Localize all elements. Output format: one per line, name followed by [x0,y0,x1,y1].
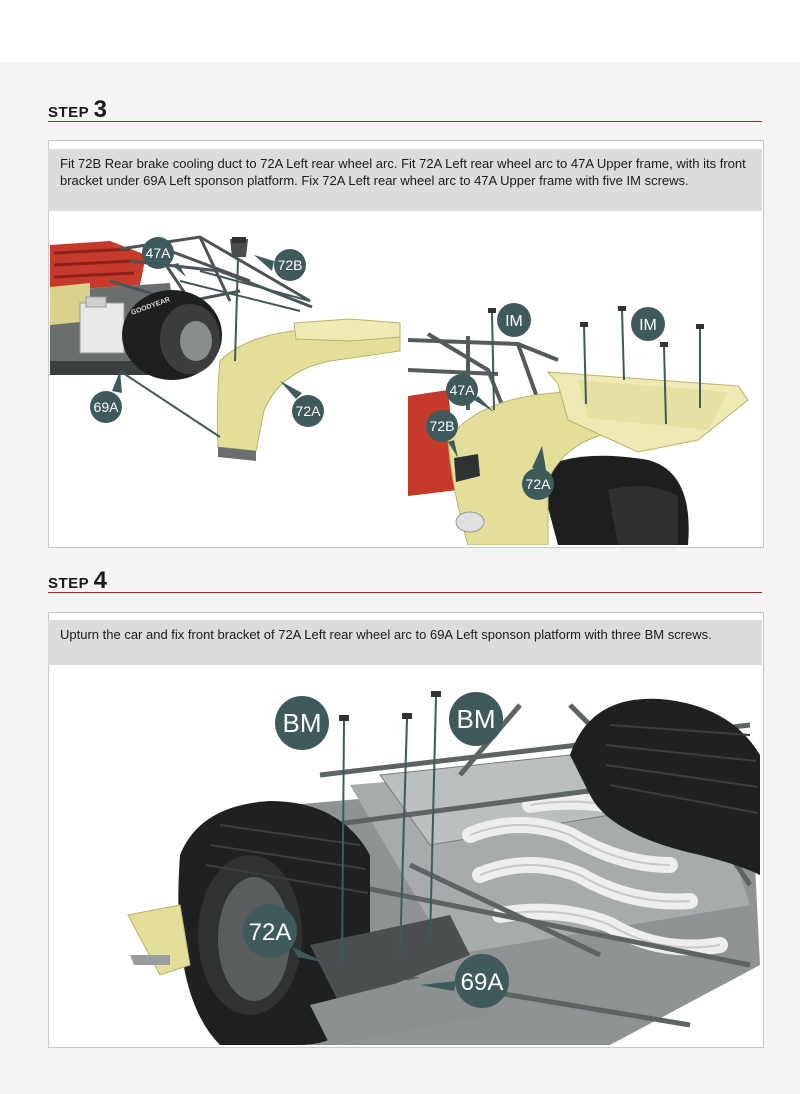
callout-72A: 72A [292,395,324,427]
callout-IM-2-label: IM [639,317,657,334]
step-4-illustration: BM BM 72A 69A [50,665,760,1045]
step-3-number: 3 [93,96,108,123]
step-3-title: STEP 3 [48,96,107,123]
callout-47A-label: 47A [146,245,172,261]
callout-BM-1-label: BM [283,708,322,738]
step-3-label: STEP [48,104,89,121]
callout-BM-2: BM [449,692,503,746]
step-3-left-illustration: GOODYEAR 47A 72B 69A [50,211,406,545]
callout-72B-right: 72B [426,410,458,442]
callout-72B-label: 72B [278,257,303,273]
step-4-instruction: Upturn the car and fix front bracket of … [48,620,762,665]
step-3-instruction: Fit 72B Rear brake cooling duct to 72A L… [48,149,762,211]
callout-IM-2: IM [631,307,665,341]
callout-69A-label: 69A [94,399,120,415]
step-4-title: STEP 4 [48,567,107,594]
top-band [0,0,800,62]
step-4-label: STEP [48,575,89,592]
callout-72A-right: 72A [522,468,554,500]
step-3-right-illustration: IM IM 47A 72B 72A [408,300,760,545]
callout-69A-step4: 69A [455,954,509,1008]
callout-72B: 72B [274,249,306,281]
callout-IM-1-label: IM [505,313,523,330]
step-4-number: 4 [93,567,108,594]
callout-47A: 47A [142,237,174,269]
callout-BM-2-label: BM [457,704,496,734]
callout-72A-step4: 72A [243,904,297,958]
step-3-rule [48,121,762,122]
step-3-heading: STEP 3 [48,96,762,124]
callout-72A-label: 72A [296,403,322,419]
callout-69A: 69A [90,391,122,423]
callout-BM-1: BM [275,696,329,750]
callout-72B-right-label: 72B [430,418,455,434]
callout-47A-right: 47A [446,374,478,406]
step-4-heading: STEP 4 [48,567,762,595]
callout-IM-1: IM [497,303,531,337]
callout-72A-right-label: 72A [526,476,552,492]
callout-69A-step4-label: 69A [461,969,504,996]
callout-72A-step4-label: 72A [249,919,292,946]
callout-47A-right-label: 47A [450,382,476,398]
step-4-rule [48,592,762,593]
